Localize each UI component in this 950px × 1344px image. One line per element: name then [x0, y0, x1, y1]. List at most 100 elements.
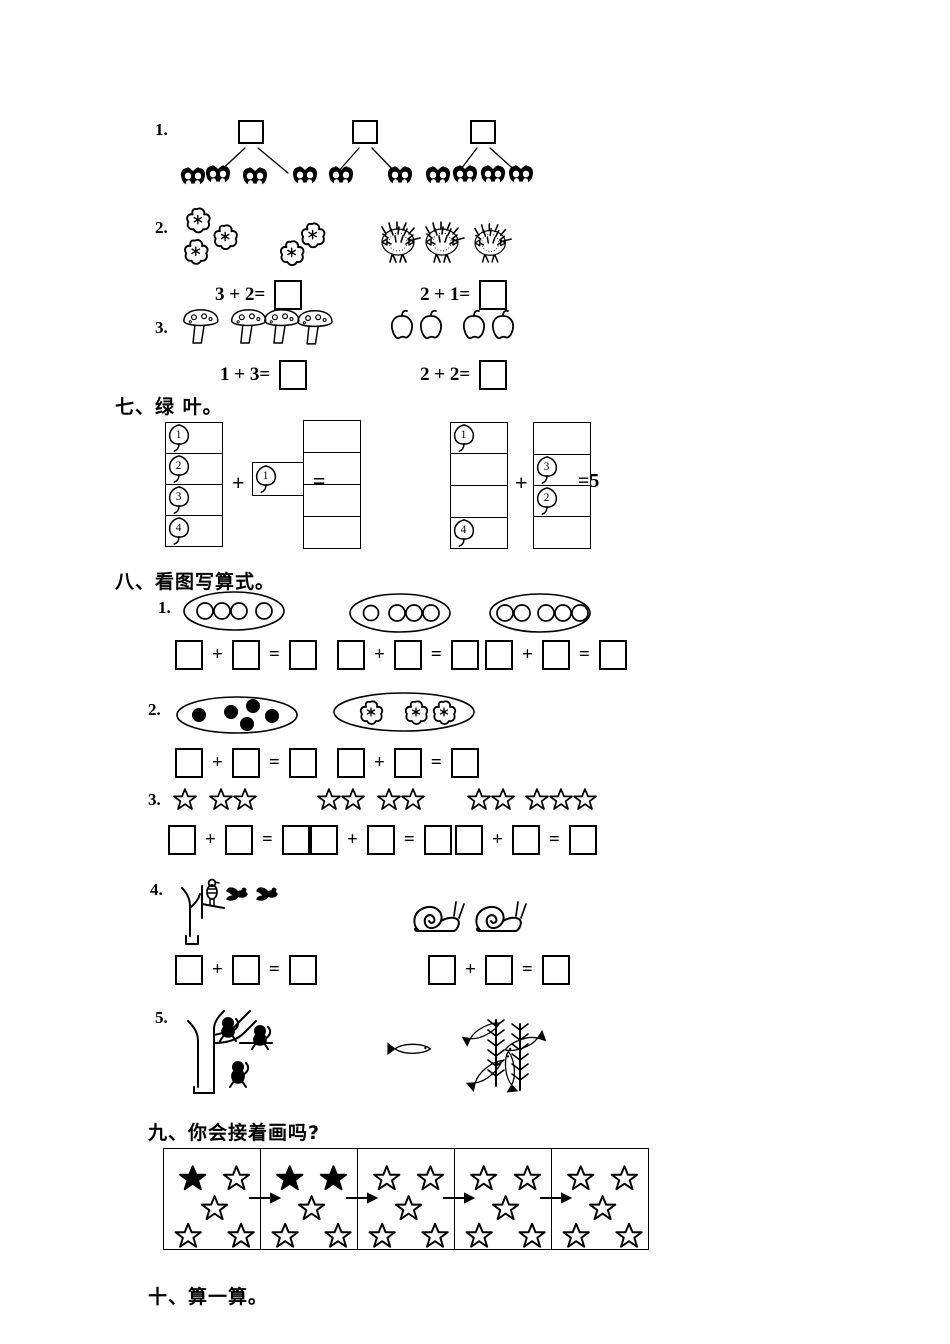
- section-eight-heading: 八、看图写算式。: [115, 567, 275, 594]
- leaf-cell[interactable]: 4: [450, 517, 508, 549]
- plus-sign: +: [212, 959, 223, 980]
- result-cell[interactable]: [303, 452, 361, 485]
- table-row: [303, 484, 361, 517]
- table-row: 4: [165, 515, 223, 547]
- sum-box[interactable]: [288, 955, 317, 985]
- answer-box[interactable]: [352, 120, 378, 144]
- addend-box-left[interactable]: [168, 825, 196, 855]
- item-8-2-equation-2: + =: [337, 748, 479, 778]
- leaf-cell[interactable]: 1: [165, 422, 223, 454]
- addend-box-right[interactable]: [366, 825, 395, 855]
- leaf-icon: 1: [168, 424, 190, 452]
- answer-box[interactable]: [479, 360, 508, 390]
- leaf-left-addend-box: 1: [252, 462, 304, 496]
- addend-box-right[interactable]: [511, 825, 540, 855]
- sum-box[interactable]: [423, 825, 452, 855]
- answer-box[interactable]: [274, 280, 303, 310]
- sum-box[interactable]: [288, 748, 317, 778]
- addend-box-left[interactable]: [485, 640, 513, 670]
- oval-circles-group-1: [183, 591, 285, 631]
- table-row: [533, 422, 591, 455]
- equals-sign: =: [430, 752, 442, 773]
- sum-box[interactable]: [281, 825, 310, 855]
- sum-box[interactable]: [288, 640, 317, 670]
- equals-sign: =: [578, 644, 590, 665]
- snails-group: [413, 901, 527, 932]
- item-8-1-equation-1: + =: [175, 640, 317, 670]
- addend-box-left[interactable]: [175, 640, 203, 670]
- addend-box-right[interactable]: [393, 640, 422, 670]
- monkey-on-ground: [229, 1061, 250, 1088]
- answer-box[interactable]: [279, 360, 308, 390]
- sum-box[interactable]: [568, 825, 597, 855]
- item-8-4-equation-1: + =: [175, 955, 317, 985]
- sum-box[interactable]: [450, 640, 479, 670]
- addend-box-left[interactable]: [337, 748, 365, 778]
- table-row: 1: [252, 462, 304, 496]
- section-seven-label: 七、: [115, 396, 156, 418]
- svg-text:2: 2: [176, 460, 182, 472]
- answer-box[interactable]: [479, 280, 508, 310]
- item-8-3-equation-3: + =: [455, 825, 597, 855]
- leaf-cell[interactable]: 2: [165, 453, 223, 485]
- apples-group: [390, 309, 515, 340]
- leaf-cell-empty[interactable]: [450, 485, 508, 518]
- addend-box-right[interactable]: [231, 640, 260, 670]
- sum-box[interactable]: [598, 640, 627, 670]
- addend-box-right[interactable]: [231, 748, 260, 778]
- item-1-bond-group-2: [352, 120, 378, 149]
- leaf-left-result-column: [303, 420, 361, 549]
- addend-box-left[interactable]: [455, 825, 483, 855]
- addend-box-right[interactable]: [224, 825, 253, 855]
- equals-sign: =: [261, 829, 273, 850]
- item-2-number: 2.: [155, 218, 168, 237]
- leaf-icon: 4: [168, 517, 190, 545]
- answer-box[interactable]: [238, 120, 264, 144]
- plus-sign: +: [374, 644, 385, 665]
- equals-sign: =: [403, 829, 415, 850]
- addend-box-left[interactable]: [428, 955, 456, 985]
- oval-circles-group-3: [489, 593, 591, 633]
- leaf-icon: 1: [453, 424, 475, 452]
- addend-box-right[interactable]: [231, 955, 260, 985]
- svg-text:4: 4: [461, 524, 467, 536]
- leaf-cell[interactable]: 3: [165, 484, 223, 516]
- item-3-number: 3.: [155, 318, 168, 337]
- tree-with-birds: [181, 878, 278, 945]
- section-ten-heading: 十、算一算。: [148, 1282, 268, 1309]
- item-8-3-number: 3.: [148, 790, 161, 809]
- plus-sign: +: [212, 644, 223, 665]
- item-3-equation-1: 1 + 3=: [220, 360, 308, 390]
- result-cell[interactable]: [303, 516, 361, 549]
- result-cell[interactable]: [303, 484, 361, 517]
- leaf-cell-empty[interactable]: [533, 516, 591, 549]
- addend-box-right[interactable]: [541, 640, 570, 670]
- answer-box[interactable]: [470, 120, 496, 144]
- item-3-equation-2: 2 + 2=: [420, 360, 508, 390]
- leaf-cell[interactable]: 1: [252, 462, 304, 496]
- equals-sign: =: [268, 644, 280, 665]
- sum-box[interactable]: [450, 748, 479, 778]
- leaf-cell-empty[interactable]: [450, 453, 508, 486]
- addend-box-right[interactable]: [484, 955, 513, 985]
- addend-box-left[interactable]: [310, 825, 338, 855]
- addend-box-left[interactable]: [175, 955, 203, 985]
- leaf-cell[interactable]: 3: [533, 454, 591, 486]
- table-row: [303, 516, 361, 549]
- leaf-cell[interactable]: 4: [165, 515, 223, 547]
- sum-box[interactable]: [541, 955, 570, 985]
- leaf-cell-empty[interactable]: [533, 422, 591, 455]
- addend-box-left[interactable]: [175, 748, 203, 778]
- leaf-icon: 2: [168, 455, 190, 483]
- leaf-cell[interactable]: 1: [450, 422, 508, 454]
- addend-box-right[interactable]: [393, 748, 422, 778]
- pattern-cell-4[interactable]: [454, 1148, 552, 1250]
- pattern-cell-1[interactable]: [163, 1148, 261, 1250]
- plus-sign: +: [374, 752, 385, 773]
- table-row: 3: [165, 484, 223, 516]
- table-row: 1: [165, 422, 223, 454]
- result-cell[interactable]: [303, 420, 361, 453]
- addend-box-left[interactable]: [337, 640, 365, 670]
- svg-text:1: 1: [263, 470, 269, 482]
